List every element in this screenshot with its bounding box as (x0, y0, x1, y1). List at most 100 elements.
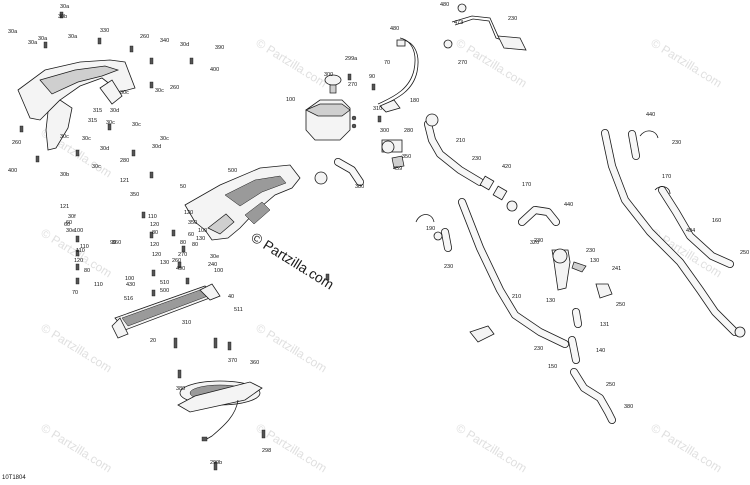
part-callout-label: 480 (440, 2, 449, 8)
part-callout-label: 330 (100, 28, 109, 34)
part-callout-label: 511 (234, 307, 243, 313)
part-callout-label: 150 (548, 364, 557, 370)
part-callout-label: 516 (124, 296, 133, 302)
part-callout-label: 230 (508, 16, 517, 22)
part-callout-label: 240 (208, 262, 217, 268)
part-callout-label: 131 (600, 322, 609, 328)
part-callout-label: 494 (686, 228, 695, 234)
watermark-layer: © Partzilla.com © Partzilla.com © Partzi… (38, 36, 724, 476)
part-callout-label: 130 (546, 298, 555, 304)
part-callout-label: 250 (740, 250, 749, 256)
part-callout-label: 270 (178, 252, 187, 258)
hose-clamps (415, 130, 671, 241)
part-callout-label: 80 (84, 268, 90, 274)
part-callout-label: 299a (345, 56, 358, 62)
part-callout-label: 270 (348, 82, 357, 88)
part-callout-label: 30a (28, 40, 38, 46)
reservoir-hose (314, 158, 364, 186)
part-callout-label: 270 (458, 60, 467, 66)
part-callout-label: 30c (155, 88, 164, 94)
air-duct-covers (184, 164, 301, 241)
part-callout-label: 480 (390, 26, 399, 32)
part-callout-label: 310 (373, 106, 382, 112)
part-callout-label: 490 (176, 266, 185, 272)
part-callout-label: 30d (152, 144, 161, 150)
part-callout-label: 440 (646, 112, 655, 118)
part-callout-label: 340 (160, 38, 169, 44)
part-callout-label: 299b (210, 460, 222, 466)
part-callout-label: 170 (662, 174, 671, 180)
part-callout-label: 60 (64, 222, 70, 228)
part-callout-label: 90 (369, 74, 375, 80)
part-callout-label: 30b (60, 172, 69, 178)
part-callout-label: 500 (160, 288, 169, 294)
part-callout-label: 300 (324, 72, 333, 78)
front-cover-panel (17, 59, 136, 151)
fasteners (19, 11, 382, 471)
part-callout-label: 30d (100, 146, 109, 152)
part-callout-label: 250 (616, 302, 625, 308)
part-callout-label: 230 (534, 238, 543, 244)
part-callout-label: 30a (68, 34, 78, 40)
part-callout-label: 30d (180, 42, 189, 48)
part-callout-label: 130 (590, 258, 599, 264)
part-callout-label: 60 (188, 232, 194, 238)
thermostat-housing (381, 139, 405, 169)
part-callout-label: 250 (606, 382, 615, 388)
part-callout-label: 80 (192, 242, 198, 248)
part-callout-label: 370 (228, 358, 237, 364)
part-callout-label: 20 (150, 338, 156, 344)
part-callout-label: 30c (92, 164, 101, 170)
part-callout-label: 30c (120, 90, 129, 96)
part-callout-label: 400 (210, 67, 219, 73)
part-callout-label: 30c (132, 122, 141, 128)
radiator (111, 283, 221, 339)
part-callout-label: 315 (93, 108, 102, 114)
part-callout-label: 260 (12, 140, 21, 146)
part-callout-label: 360 (112, 240, 121, 246)
part-callout-label: 100 (286, 97, 295, 103)
part-callout-label: 130 (160, 260, 169, 266)
part-callout-label: 380 (355, 184, 364, 190)
part-callout-label: 170 (522, 182, 531, 188)
radiator-fan (177, 380, 263, 442)
part-callout-label: 30c (82, 136, 91, 142)
part-callout-label: 350 (130, 192, 139, 198)
part-callout-label: 130 (196, 236, 205, 242)
right-coolant-hoses (601, 129, 746, 338)
part-callout-label: 230 (534, 346, 543, 352)
part-callout-label: 380 (624, 404, 633, 410)
upper-coolant-hose (424, 113, 560, 226)
part-callout-label: 30c (106, 120, 115, 126)
part-callout-label: 120 (150, 222, 159, 228)
part-callout-label: 110 (76, 248, 85, 254)
upper-bracket (443, 3, 527, 51)
part-callout-label: 100 (125, 276, 134, 282)
part-callout-label: 260 (170, 85, 179, 91)
part-callout-label: 440 (564, 202, 573, 208)
diagram-reference-code: 10T1804 (2, 475, 26, 481)
part-callout-label: 40 (228, 294, 234, 300)
part-callout-label: 30e (210, 254, 219, 260)
part-callout-label: 430 (126, 282, 135, 288)
part-callout-label: 210 (456, 138, 465, 144)
part-callout-label: 500 (228, 168, 237, 174)
part-callout-label: 121 (120, 178, 129, 184)
part-callout-label: 300 (380, 128, 389, 134)
part-callout-label: 260 (140, 34, 149, 40)
part-callout-label: 473 (454, 20, 463, 26)
part-callout-label: 100 (214, 268, 223, 274)
part-callout-label: 110 (148, 214, 157, 220)
part-callout-label: 30a (60, 4, 70, 10)
part-callout-label: 70 (72, 290, 78, 296)
part-callout-label: 280 (404, 128, 413, 134)
part-callout-label: 120 (152, 252, 161, 258)
part-callout-label: 30d (110, 108, 119, 114)
part-callout-label: 459 (393, 166, 402, 172)
part-callout-label: 30a (38, 36, 48, 42)
part-callout-label: 510 (160, 280, 169, 286)
part-callout-label: 110 (80, 244, 89, 250)
part-callout-label: 230 (672, 140, 681, 146)
